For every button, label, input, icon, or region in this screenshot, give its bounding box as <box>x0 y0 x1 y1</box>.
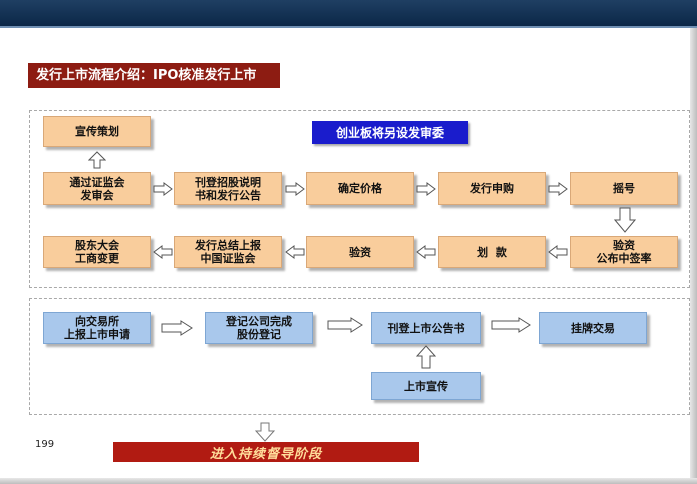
stage1-panel <box>29 110 690 288</box>
step-capital-verification: 验资 <box>306 236 414 268</box>
step-trading: 挂牌交易 <box>539 312 647 344</box>
slide-title: 发行上市流程介绍：IPO核准发行上市 <box>28 63 280 88</box>
header-bar <box>0 0 697 26</box>
arrow-left-icon <box>416 245 436 259</box>
step-subscription: 发行申购 <box>438 172 546 205</box>
slide-shadow-right <box>690 28 697 484</box>
arrow-right-icon <box>285 182 305 196</box>
arrow-right-icon <box>327 317 363 333</box>
step-pass-review: 通过证监会 发审会 <box>43 172 151 205</box>
header-divider <box>0 26 697 28</box>
arrow-down-icon <box>255 422 275 442</box>
step-share-registration: 登记公司完成 股份登记 <box>205 312 313 344</box>
arrow-left-icon <box>548 245 568 259</box>
arrow-up-icon <box>416 345 436 369</box>
arrow-up-icon <box>88 151 106 169</box>
arrow-left-icon <box>285 245 305 259</box>
step-publish-prospectus: 刊登招股说明 书和发行公告 <box>174 172 282 205</box>
step-listing-announcement: 刊登上市公告书 <box>371 312 481 344</box>
slide-shadow-bottom <box>0 478 697 484</box>
step-determine-price: 确定价格 <box>306 172 414 205</box>
arrow-left-icon <box>153 245 173 259</box>
arrow-right-icon <box>548 182 568 196</box>
arrow-down-icon <box>614 207 636 233</box>
continuous-supervision-banner: 进入持续督导阶段 <box>113 442 419 462</box>
step-publicity-planning: 宣传策划 <box>43 116 151 147</box>
arrow-right-icon <box>153 182 173 196</box>
step-lottery: 摇号 <box>570 172 678 205</box>
gem-committee-note: 创业板将另设发审委 <box>312 121 468 144</box>
step-apply-listing: 向交易所 上报上市申请 <box>43 312 151 344</box>
arrow-right-icon <box>491 317 531 333</box>
stage2-panel <box>29 298 690 415</box>
page-number: 199 <box>35 439 55 450</box>
step-shareholder-meeting: 股东大会 工商变更 <box>43 236 151 268</box>
step-listing-promotion: 上市宣传 <box>371 372 481 400</box>
arrow-right-icon <box>416 182 436 196</box>
step-transfer-funds: 划 款 <box>438 236 546 268</box>
arrow-right-icon <box>161 320 193 336</box>
step-verify-publish-rate: 验资 公布中签率 <box>570 236 678 268</box>
step-report-csrc: 发行总结上报 中国证监会 <box>174 236 282 268</box>
